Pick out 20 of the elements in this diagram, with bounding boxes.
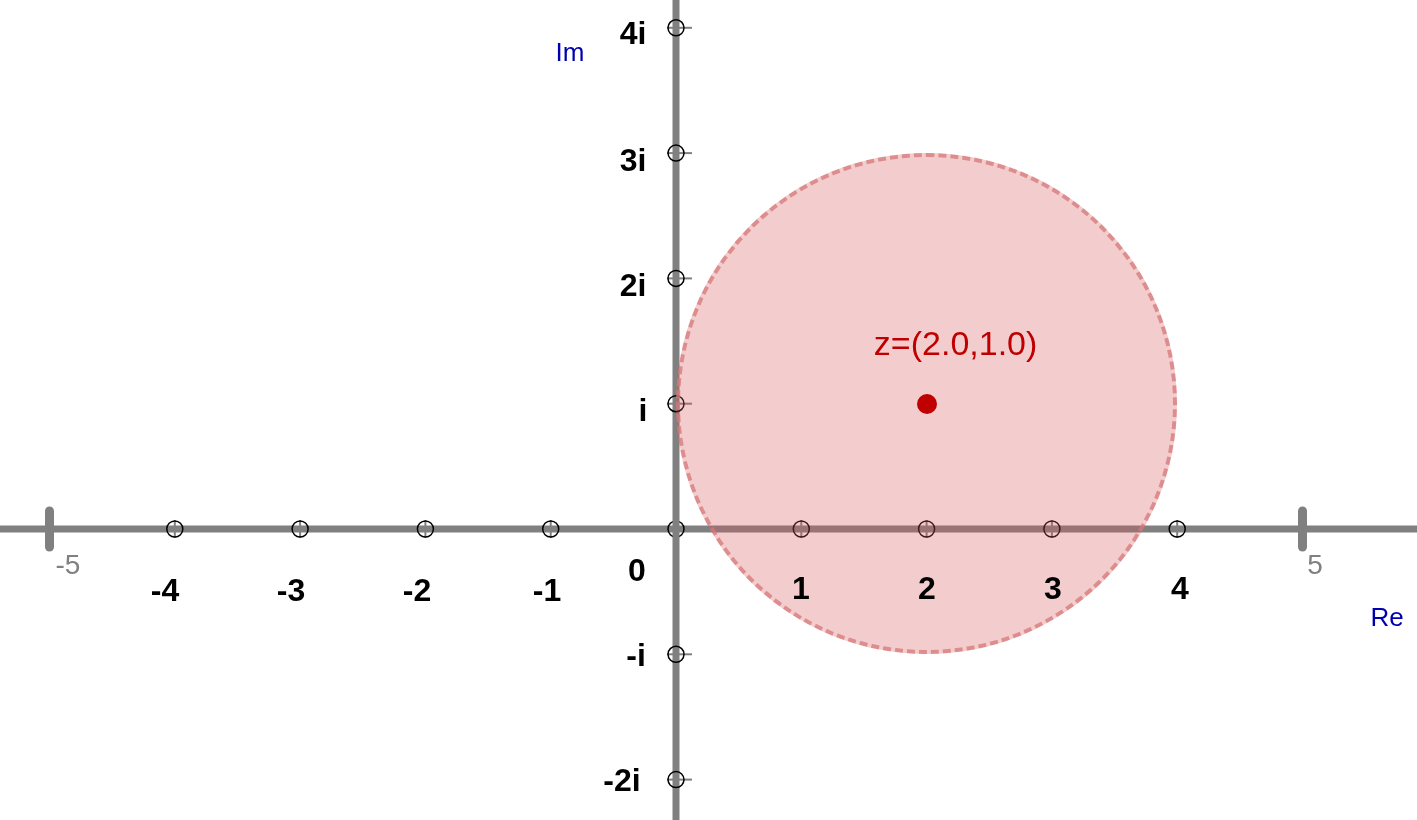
tick-label: 3 [1044, 572, 1062, 604]
tick-label: -2i [603, 764, 641, 796]
tick-label: 1 [792, 572, 810, 604]
tick-label: -2 [402, 574, 432, 606]
tick-label: -i [626, 639, 646, 671]
tick-label: -4 [150, 574, 180, 606]
tick-label: 2 [918, 572, 936, 604]
tick-label: -1 [532, 574, 562, 606]
tick-label: 4i [619, 17, 647, 49]
point-label: z=(2.0,1.0) [873, 325, 1038, 360]
tick-label: 2i [619, 269, 647, 301]
tick-label: i [638, 394, 648, 426]
tick-label: 0 [628, 554, 646, 586]
tick-label: 5 [1307, 551, 1323, 579]
tick-label: 3i [619, 144, 647, 176]
tick-label: 4 [1171, 572, 1189, 604]
axis-label: Im [555, 39, 585, 65]
tick-label: -3 [276, 574, 306, 606]
tick-label: -5 [55, 551, 81, 579]
axis-label: Re [1370, 604, 1404, 630]
